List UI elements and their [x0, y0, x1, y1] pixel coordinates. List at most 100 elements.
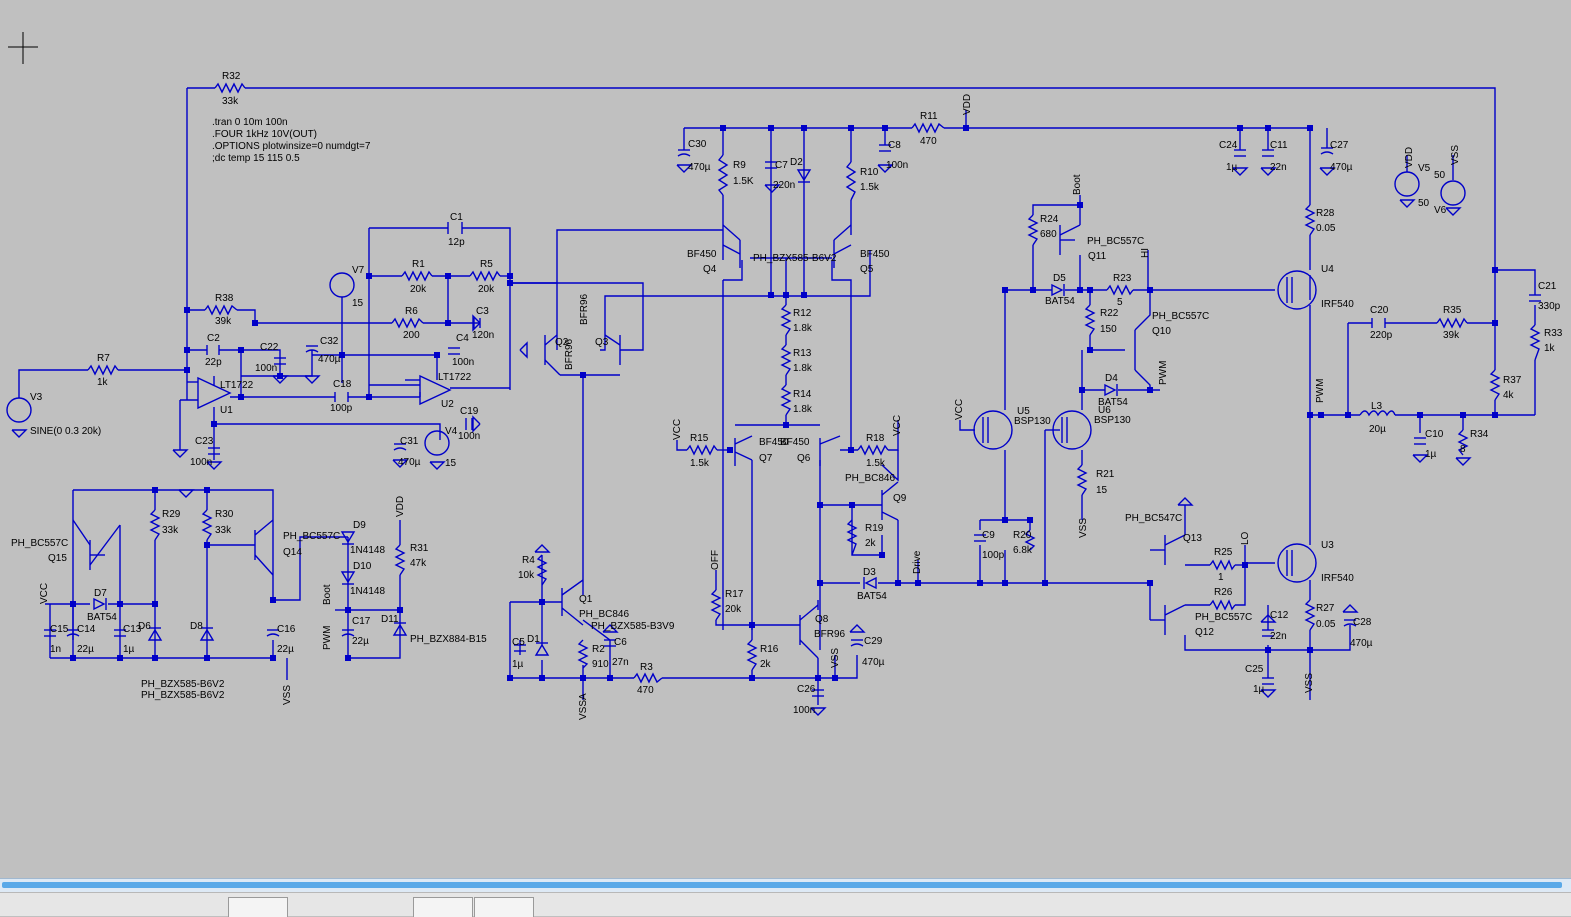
value-C32: 470µ	[318, 354, 341, 365]
spice-directives[interactable]: .tran 0 10m 100n .FOUR 1kHz 10V(OUT) .OP…	[212, 117, 371, 164]
label-C14: C14	[77, 624, 96, 635]
net-VDD: VDD	[962, 94, 973, 115]
label-C20: C20	[1370, 305, 1389, 316]
label-Q3: Q3	[595, 337, 609, 348]
value-R37: 4k	[1503, 390, 1515, 401]
label-R18: R18	[866, 433, 885, 444]
label-C27: C27	[1330, 140, 1349, 151]
taskbar-button[interactable]	[413, 897, 473, 917]
label-C8: C8	[888, 140, 901, 151]
label-C29: C29	[864, 636, 883, 647]
title-U6: BSP130	[1094, 415, 1131, 426]
value-V3: SINE(0 0.3 20k)	[30, 426, 101, 437]
label-R24: R24	[1040, 214, 1059, 225]
value-R31: 47k	[410, 558, 427, 569]
label-R10: R10	[860, 167, 879, 178]
value-R17: 20k	[725, 604, 742, 615]
label-C7: C7	[775, 160, 788, 171]
value-C7: 220n	[773, 180, 795, 191]
op-amps[interactable]	[197, 374, 452, 410]
label-D8: D8	[190, 621, 203, 632]
label-D4: D4	[1105, 373, 1118, 384]
value-R12: 1.8k	[793, 323, 813, 334]
net-VSSA: VSSA	[578, 693, 589, 720]
label-C18: C18	[333, 379, 352, 390]
value-C14: 22µ	[77, 644, 94, 655]
value-C29: 470µ	[862, 657, 885, 668]
value-R21: 15	[1096, 485, 1108, 496]
value-R30: 33k	[215, 525, 232, 536]
scrollbar-thumb[interactable]	[2, 882, 1562, 888]
label-R13: R13	[793, 348, 812, 359]
title-D9: 1N4148	[350, 545, 385, 556]
label-D7: D7	[94, 588, 107, 599]
component-labels: R32 33k R38 39k R7 1k V3 SINE(0 0.3 20k)…	[11, 71, 1563, 720]
net-VDD: VDD	[1404, 147, 1415, 168]
label-R22: R22	[1100, 308, 1119, 319]
label-Q12: Q12	[1195, 627, 1214, 638]
title-Q8: BFR96	[814, 629, 846, 640]
transistors[interactable]	[72, 224, 1186, 659]
title-Q5: BF450	[860, 249, 890, 260]
title-U2: LT1722	[438, 372, 472, 383]
capacitors[interactable]	[44, 144, 1541, 697]
label-C10: C10	[1425, 429, 1444, 440]
title-Q2: BFR96	[564, 338, 575, 370]
value-C4: 100n	[452, 357, 474, 368]
label-V5: V5	[1418, 163, 1431, 174]
label-C9: C9	[982, 530, 995, 541]
label-D1: D1	[527, 634, 540, 645]
label-C6: C6	[614, 637, 627, 648]
value-R9: 1.5K	[733, 176, 754, 187]
value-V7: 15	[352, 298, 364, 309]
schematic-drawing[interactable]: .tran 0 10m 100n .FOUR 1kHz 10V(OUT) .OP…	[0, 0, 1571, 878]
label-V4: V4	[445, 426, 458, 437]
inductor-L3[interactable]	[1359, 410, 1396, 417]
label-R26: R26	[1214, 587, 1233, 598]
taskbar-button[interactable]	[474, 897, 534, 917]
value-C21: 330p	[1538, 301, 1561, 312]
title-U1: LT1722	[220, 380, 254, 391]
label-Q4: Q4	[703, 264, 717, 275]
spice-directive: .tran 0 10m 100n	[212, 117, 288, 128]
value-R28: 0.05	[1316, 223, 1336, 234]
label-C32: C32	[320, 336, 339, 347]
value-R29: 33k	[162, 525, 179, 536]
label-R12: R12	[793, 308, 812, 319]
label-D10: D10	[353, 561, 372, 572]
label-C24: C24	[1219, 140, 1238, 151]
net-VDD: VDD	[395, 496, 406, 517]
value-R18: 1.5k	[866, 458, 886, 469]
label-R30: R30	[215, 509, 234, 520]
label-C15: C15	[50, 624, 69, 635]
value-R25: 1	[1218, 572, 1224, 583]
label-C22: C22	[260, 342, 279, 353]
voltage-sources[interactable]	[6, 171, 1466, 456]
value-R19: 2k	[865, 538, 877, 549]
label-D3: D3	[863, 567, 876, 578]
label-Q8: Q8	[815, 614, 829, 625]
label-C26: C26	[797, 684, 816, 695]
value-C5: 1µ	[512, 659, 524, 670]
label-R9: R9	[733, 160, 746, 171]
diodes[interactable]	[93, 169, 1118, 656]
title-U5: BSP130	[1014, 416, 1051, 427]
value-R6: 200	[403, 330, 420, 341]
label-R20: R20	[1013, 530, 1032, 541]
value-C13: 1µ	[123, 644, 135, 655]
schematic-canvas[interactable]: .tran 0 10m 100n .FOUR 1kHz 10V(OUT) .OP…	[0, 0, 1571, 878]
mosfets[interactable]	[973, 270, 1317, 583]
label-R31: R31	[410, 543, 429, 554]
title-Q3: BFR96	[579, 293, 590, 325]
label-R28: R28	[1316, 208, 1335, 219]
label-C13: C13	[123, 624, 142, 635]
label-Q14: Q14	[283, 547, 302, 558]
value-R2: 910	[592, 659, 609, 670]
label-D5: D5	[1053, 273, 1066, 284]
taskbar-button[interactable]	[228, 897, 288, 917]
resistors[interactable]	[87, 82, 1541, 684]
net-Boot: Boot	[1072, 174, 1083, 195]
crosshair-cursor-icon	[8, 32, 38, 64]
label-Q9: Q9	[893, 493, 907, 504]
value-C22: 100n	[255, 363, 277, 374]
